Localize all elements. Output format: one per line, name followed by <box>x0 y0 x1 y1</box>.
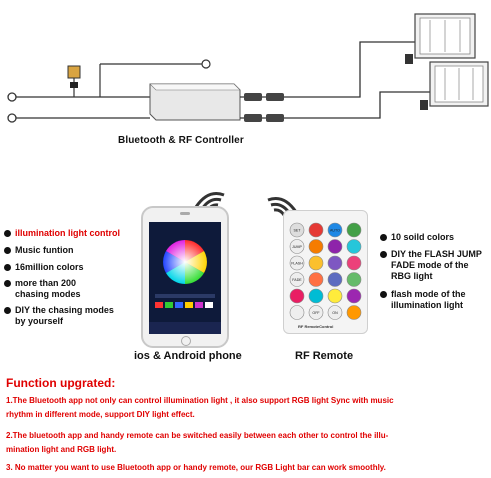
function-line: rhythm in different mode, support DIY li… <box>6 410 195 419</box>
remote-button <box>308 272 324 287</box>
bullet-icon <box>4 280 11 287</box>
function-line: mination light and RGB light. <box>6 445 117 454</box>
remote-button <box>308 288 324 304</box>
remote-button <box>346 305 362 320</box>
remote-button-label: FLASH <box>291 262 303 266</box>
remote-button <box>289 222 305 238</box>
feature-item: flash mode of the illumination light <box>380 289 490 313</box>
remote-button <box>327 305 343 320</box>
feature-text: 16million colors <box>15 262 84 272</box>
bullet-icon <box>380 291 387 298</box>
remote-button <box>327 272 343 287</box>
remote-button-grid: SET AUTO JUMP FLASH FADE OFF ON <box>289 222 362 320</box>
remote-button <box>289 272 305 287</box>
controller-label: Bluetooth & RF Controller <box>118 135 244 146</box>
phone-caption: ios & Android phone <box>134 350 242 362</box>
feature-item: 10 soild colors <box>380 232 490 245</box>
remote-button <box>327 222 343 238</box>
remote-button-label: SET <box>294 229 302 233</box>
ring-terminal-icon <box>99 59 211 97</box>
feature-text: DIY the FLASH JUMP FADE mode of the RBG … <box>391 249 482 281</box>
home-button-icon <box>181 336 191 346</box>
remote-button <box>327 239 343 254</box>
controller-box-icon <box>149 83 241 121</box>
remote-button <box>308 255 324 271</box>
bullet-icon <box>380 251 387 258</box>
feature-text: illumination light control <box>15 228 120 238</box>
color-wheel-icon <box>149 240 221 334</box>
led-light-pod-icon <box>420 61 489 110</box>
feature-text: DIY the chasing modes by yourself <box>15 305 114 326</box>
wiring-diagram <box>7 13 489 123</box>
remote-button-label: OFF <box>312 311 320 315</box>
remote-button-label: JUMP <box>292 245 302 249</box>
remote-button <box>346 288 362 304</box>
remote-label: RF RemoteControl <box>298 324 334 329</box>
bullet-icon <box>380 234 387 241</box>
remote-button <box>289 255 305 271</box>
remote-button <box>308 239 324 254</box>
feature-item: 16million colors <box>4 262 139 275</box>
remote-button <box>346 255 362 271</box>
function-line: 2.The bluetooth app and handy remote can… <box>6 431 389 440</box>
feature-item: illumination light control <box>4 228 139 241</box>
remote-button <box>327 288 343 304</box>
fuse-holder-icon <box>67 65 81 97</box>
input-connector-icon <box>7 92 150 123</box>
feature-text: flash mode of the illumination light <box>391 289 466 310</box>
led-light-pod-icon <box>405 13 476 64</box>
feature-item: DIY the chasing modes by yourself <box>4 305 139 329</box>
feature-text: Music funtion <box>15 245 74 255</box>
remote-button <box>308 305 324 320</box>
remote-button <box>289 288 305 304</box>
bullet-icon <box>4 247 11 254</box>
feature-item: DIY the FLASH JUMP FADE mode of the RBG … <box>380 249 490 285</box>
remote-button <box>346 272 362 287</box>
remote-button <box>346 222 362 238</box>
remote-button <box>327 255 343 271</box>
remote-button <box>346 239 362 254</box>
phone-screen <box>149 222 221 334</box>
bullet-icon <box>4 307 11 314</box>
phone-speaker-icon <box>180 212 190 215</box>
wire-connector-icon <box>244 93 284 122</box>
bullet-icon <box>4 264 11 271</box>
remote-button <box>289 305 305 320</box>
remote-button <box>289 239 305 254</box>
feature-text: 10 soild colors <box>391 232 455 242</box>
feature-item: more than 200 chasing modes <box>4 278 139 302</box>
feature-item: Music funtion <box>4 245 139 258</box>
feature-text: more than 200 chasing modes <box>15 278 81 299</box>
function-line: 1.The Bluetooth app not only can control… <box>6 396 394 405</box>
remote-button <box>308 222 324 238</box>
remote-button-label: FADE <box>292 278 302 282</box>
function-line: 3. No matter you want to use Bluetooth a… <box>6 463 386 472</box>
remote-button-label: AUTO <box>330 229 340 233</box>
bullet-icon <box>4 230 11 237</box>
remote-button-label: ON <box>332 311 338 315</box>
remote-caption: RF Remote <box>295 350 354 362</box>
function-title: Function upgrated: <box>6 376 116 390</box>
